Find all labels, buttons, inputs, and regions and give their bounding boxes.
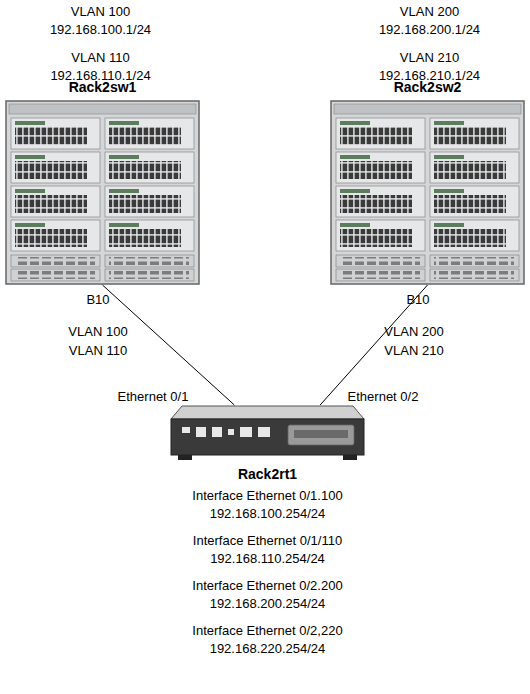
switch-chassis xyxy=(6,101,199,284)
router-foot xyxy=(178,455,192,460)
interface-name: Ethernet 0/1 xyxy=(108,388,198,406)
subinterface-address: Interface Ethernet 0/1/110 192.168.110.2… xyxy=(170,532,365,568)
switch-node: Rack2sw2 xyxy=(330,78,525,285)
switch-illustration xyxy=(330,100,525,285)
router-node: Rack2rt1 xyxy=(170,405,365,483)
vlan-list: VLAN 200 VLAN 210 xyxy=(378,322,450,360)
switch-chassis xyxy=(331,101,524,284)
subinterface-address: Interface Ethernet 0/2.200 192.168.200.2… xyxy=(170,577,365,613)
vlan-list: VLAN 100 VLAN 110 xyxy=(62,322,134,360)
vlan-address: VLAN 210 192.168.210.1/24 xyxy=(372,49,487,85)
subinterface-address: Interface Ethernet 0/1.100 192.168.100.2… xyxy=(170,487,365,523)
router-front xyxy=(171,419,364,455)
router-top xyxy=(171,406,364,419)
router-ports xyxy=(182,427,270,437)
subinterface-address: Interface Ethernet 0/2,220 192.168.220.2… xyxy=(170,622,365,658)
router-foot xyxy=(343,455,357,460)
port-name: B10 xyxy=(398,291,438,309)
vlan-address: VLAN 110 192.168.110.1/24 xyxy=(43,49,158,85)
router-illustration xyxy=(170,405,365,461)
vlan-address: VLAN 100 192.168.100.1/24 xyxy=(43,3,158,39)
vlan-address: VLAN 200 192.168.200.1/24 xyxy=(372,3,487,39)
router-module xyxy=(288,425,354,445)
switch-illustration xyxy=(5,100,200,285)
device-name: Rack2rt1 xyxy=(238,465,297,483)
port-name: B10 xyxy=(78,291,118,309)
interface-name: Ethernet 0/2 xyxy=(338,388,428,406)
router-slot xyxy=(294,430,348,438)
switch-node: Rack2sw1 xyxy=(5,78,200,285)
